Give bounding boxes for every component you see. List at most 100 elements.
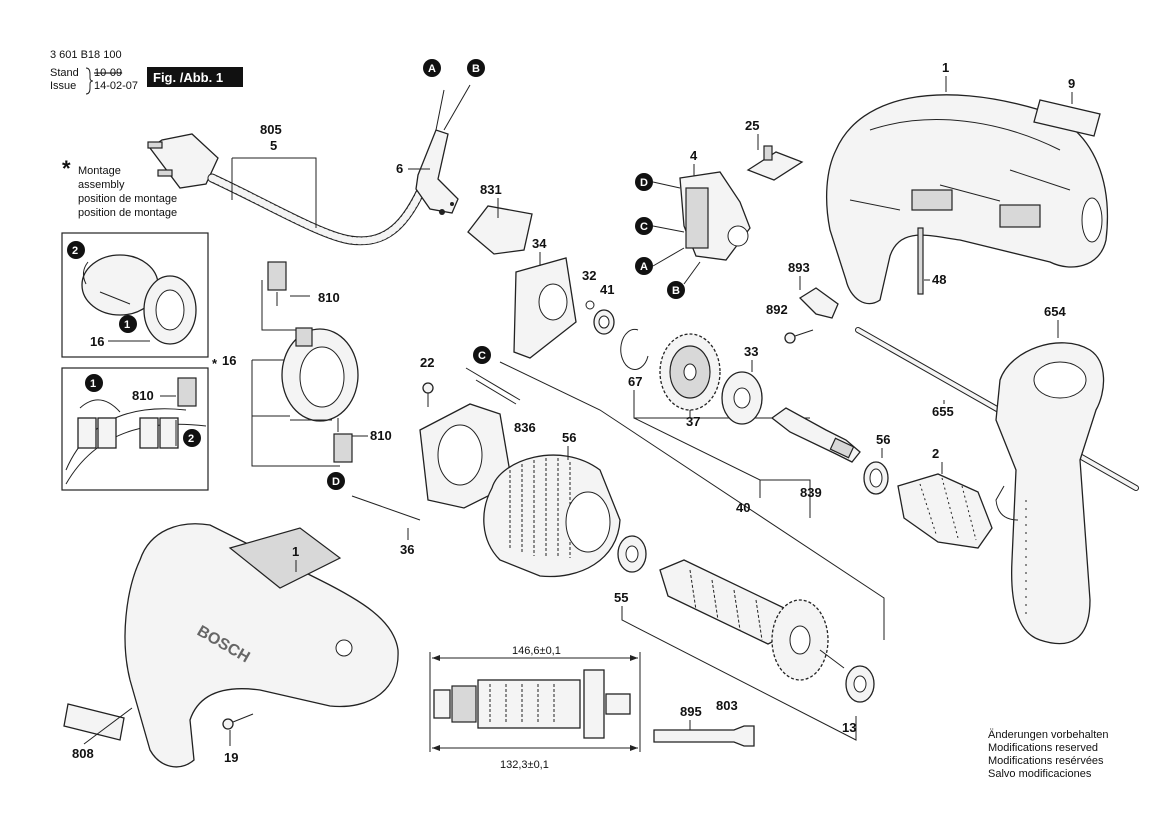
part-label-25: 25 (745, 118, 759, 133)
step-1-badge: 1 (119, 315, 137, 333)
legend-line: position de montage (78, 207, 177, 219)
gear-37 (659, 333, 721, 411)
part-label-41: 41 (600, 282, 614, 297)
part-label-1-top: 1 (942, 60, 949, 75)
svg-text:D: D (332, 476, 340, 488)
part-label-892: 892 (766, 302, 788, 317)
svg-text:C: C (478, 350, 486, 362)
part-label-803: 803 (716, 698, 738, 713)
brush-bottom (333, 418, 353, 463)
part-label-22: 22 (420, 355, 434, 370)
fig-badge (147, 67, 243, 87)
part-label-67: 67 (628, 374, 642, 389)
trigger-893 (798, 287, 839, 319)
doc-number: 3 601 B18 100 (50, 49, 122, 61)
dimension-drawing (429, 652, 641, 752)
stator-2 (483, 454, 621, 578)
connector-a-switch: A (635, 257, 653, 275)
brush-frame (419, 403, 513, 509)
housing-assembled-1: BOSCH (124, 523, 399, 768)
armature-803 (659, 559, 845, 681)
issue-label: Issue (50, 80, 76, 92)
part-label-654: 654 (1044, 304, 1066, 319)
cover-831 (467, 205, 533, 255)
part-label-655: 655 (932, 404, 954, 419)
fig-label: Fig. /Abb. 1 (153, 70, 223, 85)
part-label-893: 893 (788, 260, 810, 275)
svg-text:1: 1 (124, 319, 130, 331)
svg-text:C: C (640, 221, 648, 233)
part-label-1-bottom: 1 (292, 544, 299, 559)
brush-plate-34 (513, 257, 577, 359)
switch-4 (679, 171, 751, 261)
footer-line: Modifications reserved (988, 742, 1098, 754)
part-label-34: 34 (532, 236, 547, 251)
inset-label-16: 16 (90, 334, 104, 349)
rod-48 (917, 227, 924, 295)
part-label-star-16: 16 (222, 353, 236, 368)
svg-text:A: A (428, 63, 436, 75)
brush-holder-ring (281, 327, 359, 422)
footer-line: Modifications resérvées (988, 755, 1104, 767)
part-label-37: 37 (686, 414, 700, 429)
bearing-33 (721, 371, 763, 425)
svg-text:A: A (640, 261, 648, 273)
part-label-836: 40 (736, 500, 750, 515)
washer-40 (863, 461, 889, 495)
svg-text:2: 2 (72, 245, 78, 257)
screw-892 (784, 329, 814, 344)
part-label-40: 56 (876, 432, 890, 447)
bearing-14 (617, 535, 647, 573)
label-plate-808 (63, 703, 125, 741)
part-label-805: 805 (260, 122, 282, 137)
grease-tube-895 (653, 725, 755, 747)
stand-label: Stand (50, 67, 79, 79)
connector-d-wire: D (327, 472, 345, 490)
svg-text:D: D (640, 177, 648, 189)
spindle-36 (770, 407, 861, 463)
part-label-810b: 810 (370, 428, 392, 443)
part-label-33: 33 (744, 344, 758, 359)
screw-22 (422, 382, 434, 407)
connector-a-top: A (423, 59, 441, 77)
svg-text:1: 1 (90, 378, 96, 390)
part-label-839: 2 (932, 446, 939, 461)
inset-bottom-content (65, 377, 207, 485)
connector-b-switch: B (667, 281, 685, 299)
legend-line: assembly (78, 179, 125, 191)
bearing-13 (845, 665, 875, 703)
part-label-55: 36 (400, 542, 414, 557)
inset-top-content (81, 254, 197, 345)
chuck-839 (897, 473, 993, 549)
connector-b-top: B (467, 59, 485, 77)
power-cord (147, 84, 471, 246)
part-label-831: 831 (480, 182, 502, 197)
part-label-2: 56 (562, 430, 576, 445)
spring-41 (593, 309, 615, 335)
bracket-836 (633, 417, 811, 518)
dimension-bottom: 132,3±0,1 (500, 759, 549, 771)
inset-label-810: 810 (132, 388, 154, 403)
part-label-6: 6 (396, 161, 403, 176)
footer-line: Änderungen vorbehalten (988, 729, 1108, 741)
part-label-13: 13 (842, 720, 856, 735)
part-label-808: 808 (72, 746, 94, 761)
svg-text:2: 2 (188, 433, 194, 445)
header-brace (85, 67, 94, 95)
connector-d-switch: D (635, 173, 653, 191)
clip-25 (746, 145, 804, 181)
svg-text:B: B (672, 285, 680, 297)
svg-text:B: B (472, 63, 480, 75)
part-label-895: 895 (680, 704, 702, 719)
issue-value: 14-02-07 (94, 80, 138, 92)
step-2-badge: 2 (183, 429, 201, 447)
connector-c-switch: C (635, 217, 653, 235)
label-plate-9 (1033, 99, 1101, 137)
step-1-badge: 1 (85, 374, 103, 392)
part-label-32: 32 (582, 268, 596, 283)
footer-line: Salvo modificaciones (988, 768, 1092, 780)
part-label-19: 19 (224, 750, 238, 765)
star-16: * (212, 356, 218, 371)
screw-19 (222, 713, 254, 730)
